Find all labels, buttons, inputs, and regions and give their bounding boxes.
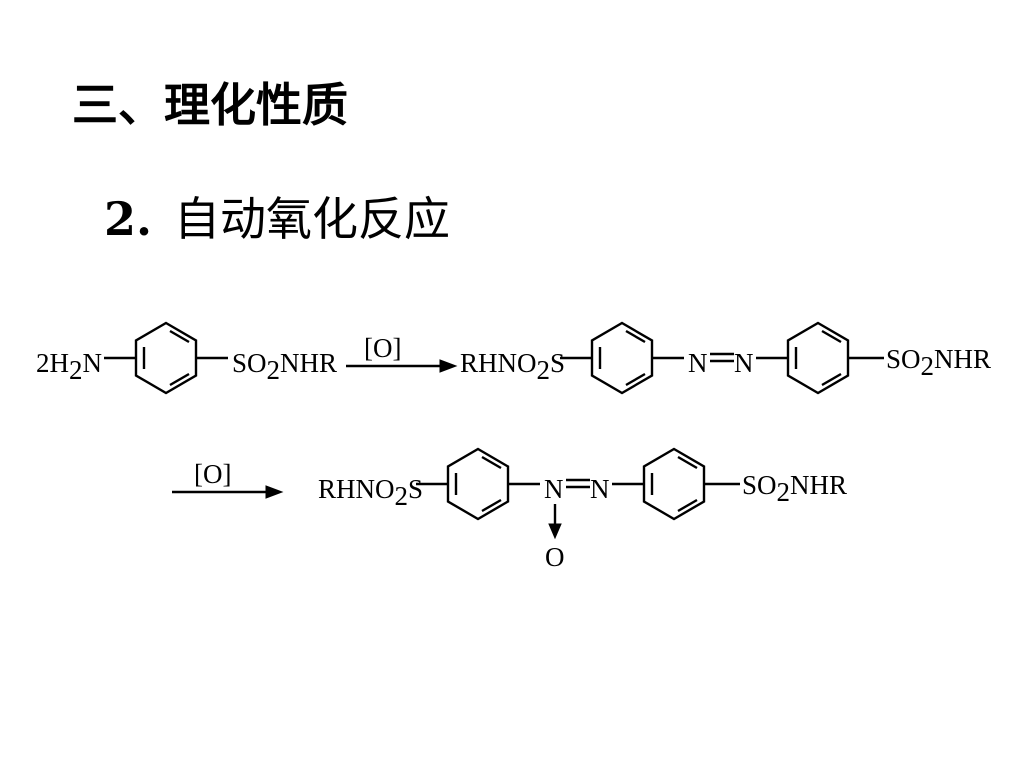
azoxy-right-sulfonamide-label: SO2NHR [742,470,847,507]
azo-nitrogen-2: N [734,348,754,378]
subheading-number: 2. [104,192,153,246]
azo-nitrogen-1: N [688,348,708,378]
n-oxide-arrowhead [548,523,562,540]
reactant-amine-label: 2H2N [36,348,102,385]
benzene-ring [786,321,850,395]
azoxy-nitrogen-1: N [544,474,564,504]
reaction-arrow-1: [O] [346,333,458,373]
oxidant-label-2: [O] [194,459,231,489]
arrowhead [439,359,458,373]
product-right-sulfonamide-label: SO2NHR [886,344,991,381]
benzene-ring [134,321,198,395]
azoxy-product: RHNO2S N N SO2NHR O [318,447,847,572]
benzene-ring [446,447,510,521]
section-heading: 三、理化性质 [72,78,348,132]
reaction-arrow-2: [O] [172,459,284,499]
azoxy-nitrogen-2: N [590,474,610,504]
product-left-sulfonyl-label: RHNO2S [460,348,565,385]
benzene-ring [642,447,706,521]
oxide-oxygen: O [545,542,565,572]
azoxy-left-sulfonyl-label: RHNO2S [318,474,423,511]
oxidant-label-1: [O] [364,333,401,363]
benzene-ring [590,321,654,395]
azo-product: RHNO2S N N SO2NHR [460,321,991,395]
reactant-sulfanilamide: 2H2N SO2NHR [36,321,337,395]
subheading-text: 自动氧化反应 [174,192,451,246]
arrowhead [265,485,284,499]
reactant-sulfonamide-label: SO2NHR [232,348,337,385]
subheading: 2.自动氧化反应 [104,196,450,242]
